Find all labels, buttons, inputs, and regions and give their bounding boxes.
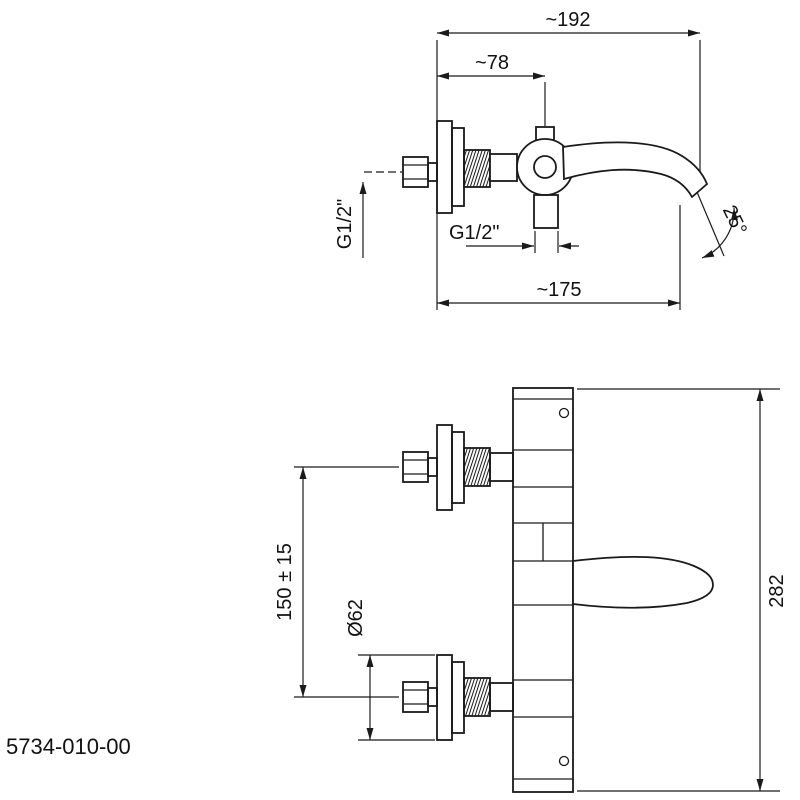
body-column xyxy=(512,387,574,793)
screw-bottom xyxy=(558,755,570,767)
faucet-side-profile xyxy=(364,120,709,229)
wall-union-side xyxy=(402,156,438,188)
dim-spout-reach-label: ~175 xyxy=(536,279,581,301)
threaded-connection-side xyxy=(463,149,518,188)
bottom-outlet xyxy=(533,194,559,229)
part-number: 5734-010-00 xyxy=(6,734,131,759)
spout-side xyxy=(562,141,709,199)
handle-top-tab xyxy=(535,126,555,141)
dim-inlet-spacing-label: 150 ± 15 xyxy=(274,543,296,621)
escutcheon-diameter-label: Ø62 xyxy=(345,599,367,637)
inlet-connector-bottom xyxy=(402,654,514,741)
screw-top xyxy=(558,407,570,419)
side-annotations: G1/2" G1/2" 25° xyxy=(334,182,751,259)
valve-handle-side xyxy=(516,126,574,196)
front-view: 150 ± 15 Ø62 282 xyxy=(274,387,788,793)
spout-front xyxy=(572,555,714,609)
front-dimensions: 150 ± 15 Ø62 282 xyxy=(274,388,788,792)
side-dimensions: ~192 ~78 ~175 xyxy=(436,9,701,310)
dim-overall-height-label: 282 xyxy=(766,574,788,607)
handle-hub xyxy=(533,155,557,179)
spout-angle-label: 25° xyxy=(718,202,751,239)
outlet-thread-label: G1/2" xyxy=(449,222,499,244)
side-view: ~192 ~78 ~175 xyxy=(334,9,751,310)
wall-escutcheon-side xyxy=(436,120,465,214)
dim-handle-offset-label: ~78 xyxy=(475,52,509,74)
inlet-connector-top xyxy=(402,424,514,511)
dim-overall-width-label: ~192 xyxy=(545,9,590,31)
wall-thread-label: G1/2" xyxy=(334,199,356,249)
